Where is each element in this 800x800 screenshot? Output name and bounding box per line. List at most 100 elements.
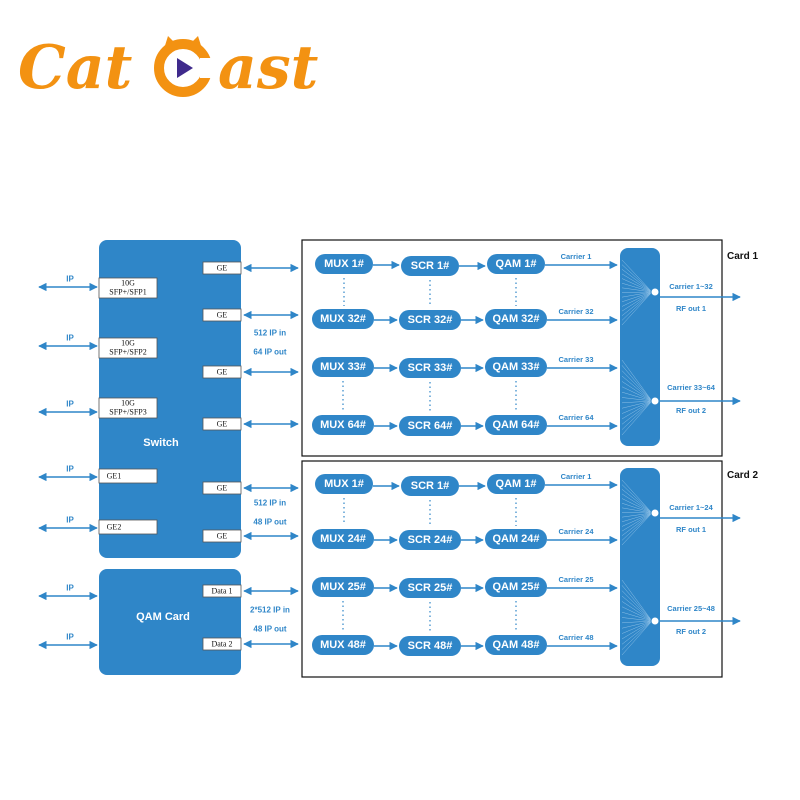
mux-block: MUX 24# [320,533,366,545]
card-title: Card 2 [727,470,759,481]
combiner-fan-line [621,620,653,640]
combiner-fan-line [621,370,653,402]
carrier-label: Carrier 33 [558,355,593,364]
ge-port-label: GE [217,420,228,429]
combiner-fan-line [621,400,653,404]
scr-block: SCR 24# [408,534,453,546]
ge-port-label: GE [217,311,228,320]
combiner-fan-line [621,264,653,293]
switch-ge-ports: GE GE GE GE GE GE [202,261,242,543]
mux-block: MUX 1# [324,258,364,270]
combiner-fan-line [621,278,653,293]
card-2: Card 2 MUX 1# SCR 1# QAM 1# Carrier 1 MU… [301,460,759,678]
combiner-fan-line [621,375,653,402]
combiner-fan-line [621,291,653,293]
port-label-line2: SFP+/SFP3 [109,408,146,417]
combiner-fan-line [621,512,653,541]
port-label-line2: SFP+/SFP2 [109,348,146,357]
catcast-logo: Cat ast [18,33,319,103]
port-label-line1: 10G [121,339,135,348]
link-label: 48 IP out [253,518,287,527]
combiner-fan-line [621,579,653,622]
combiner-fan-line [621,287,653,293]
combiner-fan-line [621,400,653,425]
link-label: 48 IP out [253,625,287,634]
switch-port-sfp1: 10G SFP+/SFP1 [98,277,158,299]
ip-label: IP [66,334,74,343]
play-icon [177,58,193,78]
combiner-fan-line [621,512,653,536]
scr-block: SCR 32# [408,314,453,326]
ge-port-label: GE [217,532,228,541]
rf-out-label: RF out 2 [676,627,706,636]
combiner-fan-line [621,585,653,622]
ip-label: IP [66,275,74,284]
combiner-fan-line [621,512,653,523]
qam-block: QAM 64# [492,419,539,431]
switch-card-links: 512 IP in 64 IP out 512 IP in 48 IP out [243,263,299,541]
qam-block: QAM 48# [492,639,539,651]
rf-out-label: RF out 2 [676,406,706,415]
port-label: GE1 [107,472,122,481]
data-port-label: Data 2 [211,640,232,649]
card-row: MUX 1# SCR 1# QAM 1# Carrier 1 [315,472,618,496]
scr-block: SCR 25# [408,582,453,594]
combiner-fan-line [621,620,653,634]
logo-text-ast: ast [218,33,319,103]
card-row: MUX 33# SCR 33# QAM 33# Carrier 33 [312,355,618,378]
qam-block: QAM 25# [492,581,539,593]
qam-block: QAM 1# [496,478,537,490]
combiner-fan-line [621,365,653,402]
combiner-fan-line [621,291,653,307]
combiner-fan-line [621,391,653,402]
scr-block: SCR 64# [408,420,453,432]
ip-label: IP [66,465,74,474]
combiner-fan-line [621,595,653,622]
combiner-fan-line [621,620,653,624]
combiner-fan-line [621,291,653,303]
combiner-fan-line [621,479,653,514]
port-label-line1: 10G [121,399,135,408]
link-label: 512 IP in [254,499,286,508]
rf-out-label: RF out 1 [676,304,706,313]
ip-label: IP [66,516,74,525]
card-title: Card 1 [727,251,759,262]
scr-block: SCR 1# [411,260,450,272]
link-label: 512 IP in [254,329,286,338]
combiner-fan-line [621,512,653,546]
rf-carriers-label: Carrier 25~48 [667,604,715,613]
ip-label: IP [66,584,74,593]
rf-combiner [620,468,660,666]
switch-ip-links: IP IP IP IP IP [38,275,98,533]
combiner-fan-line [621,400,653,420]
switch-port-ge1: GE1 [98,468,158,484]
carrier-label: Carrier 48 [558,633,593,642]
logo-cat-head-icon [154,36,212,97]
carrier-label: Carrier 1 [561,252,592,261]
scr-block: SCR 1# [411,480,450,492]
logo-text-cat: Cat [18,33,133,103]
ge-port-label: GE [217,264,228,273]
combiner-fan-line [621,259,653,293]
combiner-fan-line [621,273,653,293]
combiner-fan-line [621,512,653,518]
qam-block: QAM 1# [496,258,537,270]
combiner-fan-line [621,489,653,514]
combiner-fan-line [621,400,653,409]
card-row: MUX 24# SCR 24# QAM 24# Carrier 24 [312,527,618,550]
qam-block: QAM 24# [492,533,539,545]
rf-carriers-label: Carrier 33~64 [667,383,716,392]
combiner-fan-line [621,291,653,312]
card-row: MUX 25# SCR 25# QAM 25# Carrier 25 [312,575,618,598]
carrier-label: Carrier 25 [558,575,593,584]
carrier-label: Carrier 1 [561,472,592,481]
card-row: MUX 48# SCR 48# QAM 48# Carrier 48 [312,633,618,656]
mux-block: MUX 1# [324,478,364,490]
switch-title: Switch [143,437,179,449]
combiner-fan-line [621,400,653,414]
combiner-fan-line [621,502,653,514]
link-label: 64 IP out [253,348,287,357]
port-label-line2: SFP+/SFP1 [109,288,146,297]
combiner-fan-line [621,611,653,622]
